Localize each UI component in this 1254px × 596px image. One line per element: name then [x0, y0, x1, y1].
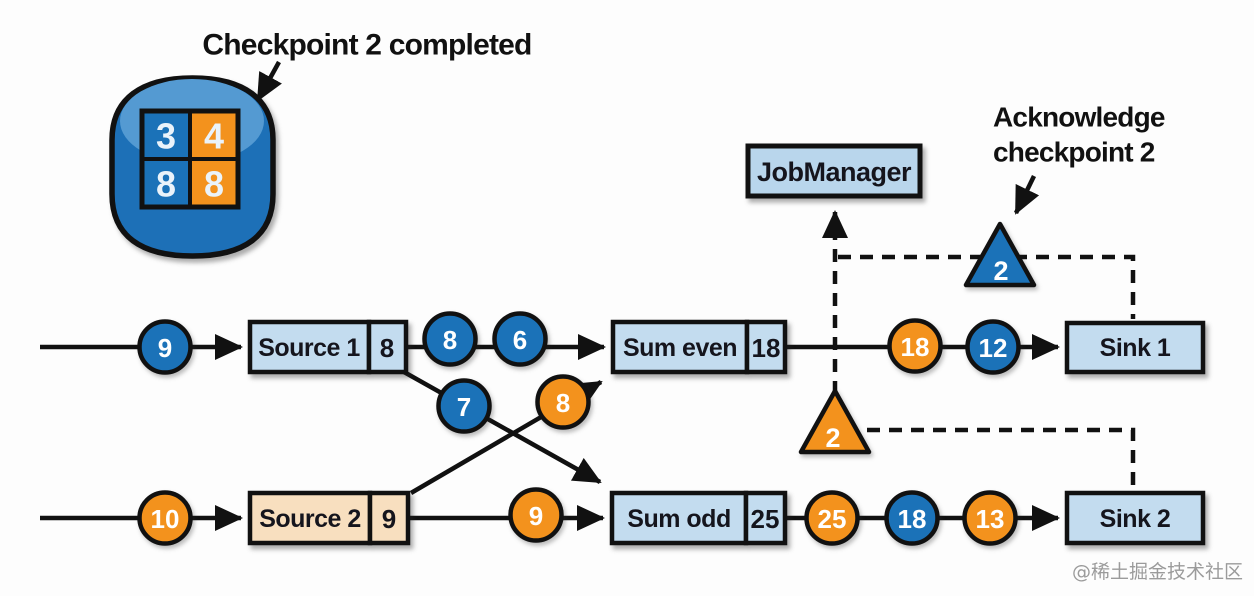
record-sumodd-to-sink2-2: 18: [884, 490, 940, 546]
checkpoint-completed-label: Checkpoint 2 completed: [202, 29, 531, 62]
record-sumodd-to-sink2-3: 13: [962, 490, 1018, 546]
state-grid-border: [139, 108, 241, 210]
record-value: 9: [158, 333, 172, 363]
sum-even-state-cell: [744, 319, 788, 375]
stored-state-value: 8: [204, 164, 224, 205]
sum-odd-state-value: 25: [751, 504, 780, 534]
source2-label: Source 2: [259, 505, 361, 533]
source2-state-value: 9: [382, 504, 396, 534]
state-cell-orange-8: [188, 157, 240, 209]
record-source2-input: 10: [137, 490, 193, 546]
jobmanager-box: [745, 143, 923, 199]
record-circle: [137, 319, 193, 375]
flow-line-source1-sumodd-diagonal: [402, 370, 602, 484]
barrier-value: 2: [825, 423, 840, 453]
record-circle: [492, 311, 548, 367]
record-sumeven-to-sink1-1: 18: [887, 318, 943, 374]
record-source1-to-sumeven-1: 8: [422, 311, 478, 367]
record-circle: [422, 311, 478, 367]
checkpoint-barrier-even: 2: [963, 221, 1037, 288]
acknowledge-arrow: [1013, 175, 1040, 215]
record-circle: [508, 487, 564, 543]
record-value: 12: [979, 333, 1008, 363]
dashed-line-barrier-to-sink1: [838, 254, 1136, 319]
checkpoint-storage-icon: 3 4 8 8: [109, 75, 276, 259]
acknowledge-label-line2: checkpoint 2: [993, 137, 1155, 168]
record-value: 8: [556, 388, 570, 418]
checkpoint-barrier-odd: 2: [798, 388, 872, 455]
acknowledge-label-line1: Acknowledge: [993, 102, 1165, 133]
checkpoint-completed-arrow: [256, 60, 282, 102]
source2-state-cell: [367, 490, 411, 546]
sum-odd-node: Sum odd 25: [609, 490, 788, 546]
stored-state-value: 4: [204, 116, 224, 157]
record-source2-to-sumeven: 8: [535, 374, 591, 430]
record-value: 6: [513, 325, 527, 355]
sum-even-label: Sum even: [623, 334, 737, 362]
sum-odd-state-cell: [743, 490, 788, 546]
checkpoint-dashed-lines: [822, 210, 1136, 490]
sink1-box: [1064, 320, 1206, 375]
record-circle: [962, 490, 1018, 546]
barrier-triangle-orange: [798, 388, 872, 455]
record-sumodd-to-sink2-1: 25: [804, 490, 860, 546]
record-circle: [804, 490, 860, 546]
record-value: 18: [898, 504, 927, 534]
record-circle: [535, 374, 591, 430]
record-value: 10: [151, 504, 180, 534]
sum-odd-box: [609, 490, 749, 546]
sum-even-state-value: 18: [752, 333, 781, 363]
record-source1-to-sumodd: 7: [436, 378, 492, 434]
record-value: 13: [976, 504, 1005, 534]
checkpoint-state-grid: 3 4 8 8: [139, 108, 241, 210]
watermark-text: @稀土掘金技术社区: [1072, 561, 1243, 583]
record-source2-to-sumodd: 9: [508, 487, 564, 543]
sink2-node: Sink 2: [1064, 490, 1206, 546]
record-circle: [436, 378, 492, 434]
source1-state-cell: [366, 319, 409, 375]
source2-box: [247, 490, 373, 546]
source1-node: Source 1 8: [247, 319, 409, 375]
dashed-line-barrier-to-sink2: [867, 427, 1136, 490]
barrier-triangle-blue: [963, 221, 1037, 288]
sink1-node: Sink 1: [1064, 320, 1206, 375]
record-value: 7: [457, 392, 471, 422]
source1-label: Source 1: [258, 334, 360, 362]
sink1-label: Sink 1: [1100, 334, 1171, 362]
source1-state-value: 8: [380, 333, 394, 363]
jobmanager-label: JobManager: [757, 157, 912, 187]
sink2-label: Sink 2: [1100, 505, 1171, 533]
jobmanager-node: JobManager: [745, 143, 923, 199]
record-value: 8: [443, 325, 457, 355]
stream-records: 9 8 6 7 8 18 12 10: [137, 311, 1021, 546]
record-source1-input: 9: [137, 319, 193, 375]
sum-even-box: [610, 319, 750, 375]
barrier-value: 2: [993, 256, 1008, 286]
record-value: 18: [901, 332, 930, 362]
record-value: 9: [529, 501, 543, 531]
record-source1-to-sumeven-2: 6: [492, 311, 548, 367]
record-circle: [965, 319, 1021, 375]
sum-odd-label: Sum odd: [627, 505, 730, 533]
sum-even-node: Sum even 18: [610, 319, 788, 375]
record-circle: [137, 490, 193, 546]
stored-state-value: 3: [156, 116, 176, 157]
record-value: 25: [818, 504, 847, 534]
record-circle: [884, 490, 940, 546]
stored-state-value: 8: [156, 164, 176, 205]
sink2-box: [1064, 490, 1206, 546]
source2-node: Source 2 9: [247, 490, 411, 546]
record-circle: [887, 318, 943, 374]
record-sumeven-to-sink1-2: 12: [965, 319, 1021, 375]
